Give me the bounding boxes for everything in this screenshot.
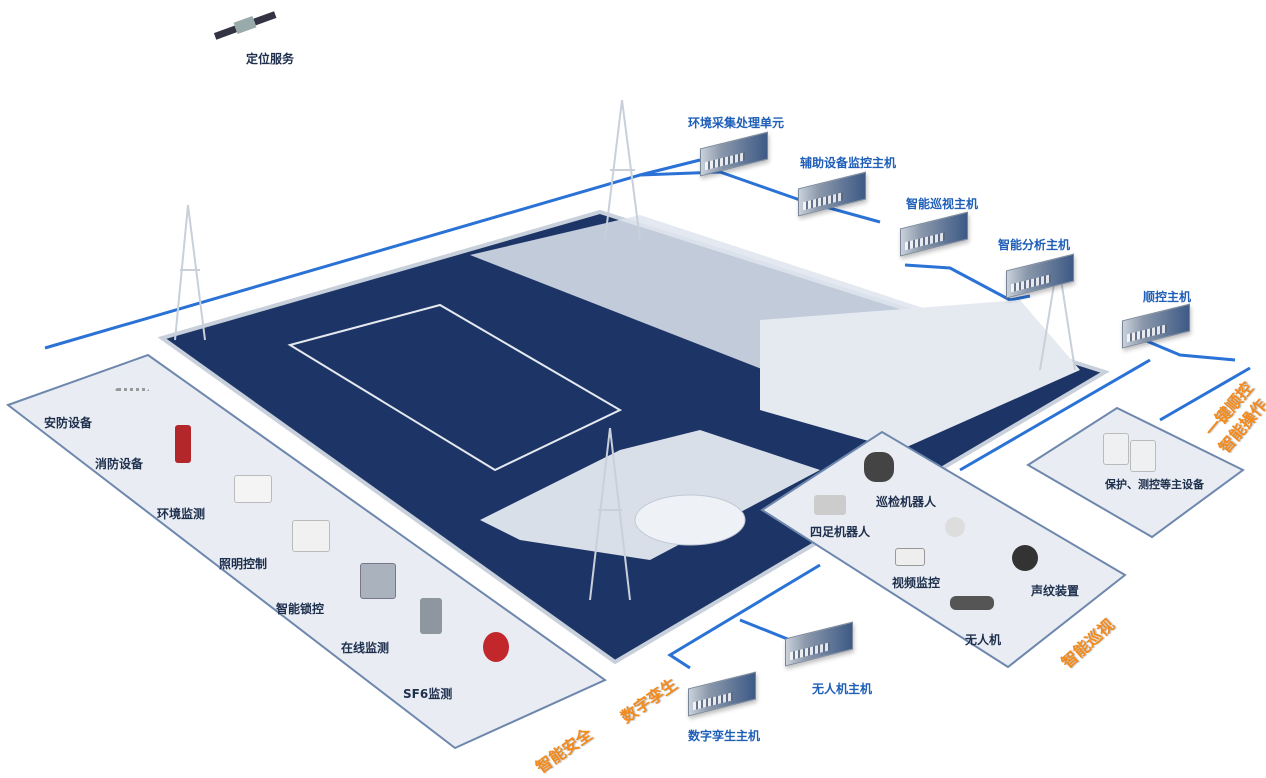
patrol-item[interactable]: 四足机器人 xyxy=(810,525,871,539)
host-analysis[interactable]: 智能分析主机 xyxy=(998,238,1071,252)
video-camera-icon xyxy=(895,548,925,566)
keypad-lock-icon xyxy=(360,563,396,599)
fire-cabinet-icon xyxy=(175,425,191,463)
emergency-light-icon xyxy=(292,520,330,552)
gas-detector-icon xyxy=(483,632,509,662)
host-patrol[interactable]: 智能巡视主机 xyxy=(906,197,979,211)
helipad xyxy=(634,494,746,546)
acoustic-sensor-icon xyxy=(1012,545,1038,571)
security-item[interactable]: 照明控制 xyxy=(219,557,268,571)
security-item[interactable]: 环境监测 xyxy=(157,507,206,521)
building-area xyxy=(760,300,1080,450)
protection-panel-bg xyxy=(1026,406,1245,539)
security-item[interactable]: 安防设备 xyxy=(44,416,93,430)
satellite-icon xyxy=(213,11,277,40)
protection-label[interactable]: 保护、测控等主设备 xyxy=(1105,478,1204,491)
patrol-robot-icon xyxy=(864,452,894,482)
monitor-cabinet-icon xyxy=(420,598,442,634)
patrol-item[interactable]: 视频监控 xyxy=(892,576,941,590)
network-links xyxy=(44,158,1251,670)
satellite-label: 定位服务 xyxy=(246,52,295,66)
host-sequence[interactable]: 顺控主机 xyxy=(1143,290,1192,304)
protection-device-icon xyxy=(1103,433,1129,465)
patrol-item[interactable]: 声纹装置 xyxy=(1031,584,1080,598)
patrol-item[interactable]: 巡检机器人 xyxy=(876,495,937,509)
security-item[interactable]: 智能锁控 xyxy=(276,602,325,616)
host-env-unit[interactable]: 环境采集处理单元 xyxy=(688,116,785,130)
protection-device-icon xyxy=(1130,440,1156,472)
switchyard-outline xyxy=(287,303,623,472)
dome-camera-icon xyxy=(945,517,965,537)
fence-icon xyxy=(115,388,149,413)
host-uav[interactable]: 无人机主机 xyxy=(812,682,873,696)
security-item[interactable]: SF6监测 xyxy=(403,687,453,701)
patrol-item[interactable]: 无人机 xyxy=(965,633,1002,647)
security-item[interactable]: 消防设备 xyxy=(95,457,144,471)
drone-icon xyxy=(950,596,994,610)
patrol-panel-bg xyxy=(760,430,1127,669)
host-aux-monitor[interactable]: 辅助设备监控主机 xyxy=(800,156,897,170)
host-twin[interactable]: 数字孪生主机 xyxy=(688,729,761,743)
env-sensor-icon xyxy=(234,475,272,503)
open-yard xyxy=(480,430,820,560)
transmission-towers xyxy=(174,99,1076,601)
security-item[interactable]: 在线监测 xyxy=(341,641,390,655)
quadruped-robot-icon xyxy=(814,495,846,515)
